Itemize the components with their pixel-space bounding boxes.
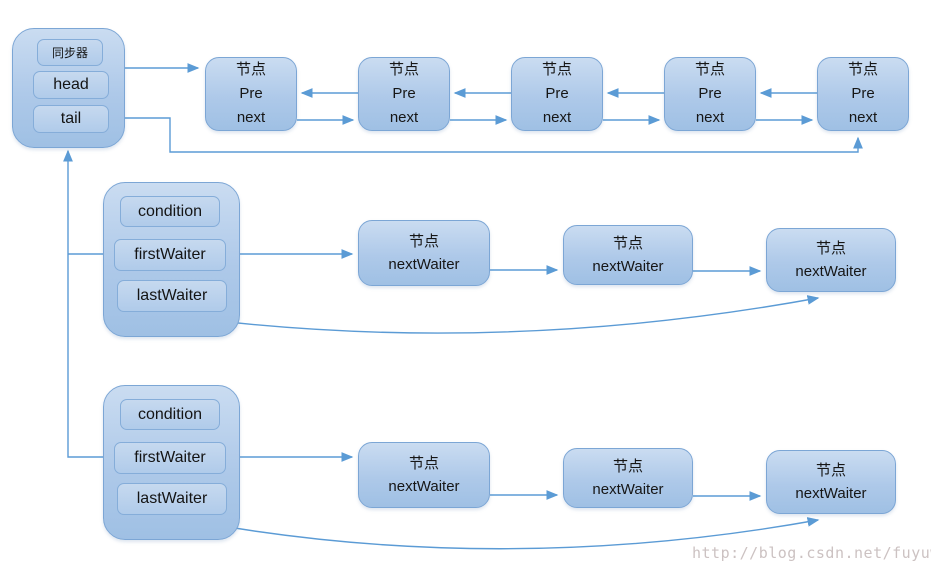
node-title: 节点 [612,457,643,475]
condition-label: condition [137,202,203,220]
node-next-label: next [695,109,725,126]
cq1-node-1: 节点 nextWaiter [358,220,490,286]
node-next-label: next [236,109,266,126]
condition-field: condition [120,399,220,430]
last-waiter-field: lastWaiter [117,483,227,515]
node-title: 节点 [408,232,439,250]
condition-box-2: condition firstWaiter lastWaiter [103,385,240,540]
synchronizer-title: 同步器 [37,39,103,66]
synchronizer-title-label: 同步器 [51,46,88,60]
last-waiter-label: lastWaiter [136,490,208,507]
node-next-label: next [542,109,572,126]
node-title: 节点 [847,61,878,78]
first-waiter-field: firstWaiter [114,239,226,271]
node-next-label: next [389,109,419,126]
sync-node-3: 节点 Pre next [511,57,603,131]
node-title: 节点 [815,239,846,257]
first-waiter-label: firstWaiter [134,449,206,466]
arrow-conditions-to-synchronizer [63,149,103,458]
first-waiter-label: firstWaiter [134,246,206,263]
condition-box-1: condition firstWaiter lastWaiter [103,182,240,337]
condition-label: condition [137,405,203,423]
node-nextwaiter-label: nextWaiter [795,485,867,502]
node-pre-label: Pre [392,85,416,102]
node-title: 节点 [815,461,846,479]
node-title: 节点 [408,454,439,472]
sync-node-5: 节点 Pre next [817,57,909,131]
condition-field: condition [120,196,220,227]
head-field-label: head [53,76,89,93]
last-waiter-label: lastWaiter [136,287,208,304]
node-title: 节点 [388,61,419,78]
sync-node-2: 节点 Pre next [358,57,450,131]
last-waiter-field: lastWaiter [117,280,227,312]
node-pre-label: Pre [239,85,263,102]
first-waiter-field: firstWaiter [114,442,226,474]
sync-node-4: 节点 Pre next [664,57,756,131]
node-title: 节点 [235,61,266,78]
cq2-node-3: 节点 nextWaiter [766,450,896,514]
node-nextwaiter-label: nextWaiter [592,258,664,275]
head-field: head [33,71,109,99]
node-next-label: next [848,109,878,126]
node-title: 节点 [694,61,725,78]
node-nextwaiter-label: nextWaiter [795,263,867,280]
node-nextwaiter-label: nextWaiter [388,256,460,273]
node-pre-label: Pre [545,85,569,102]
node-pre-label: Pre [698,85,722,102]
cq1-node-2: 节点 nextWaiter [563,225,693,285]
node-nextwaiter-label: nextWaiter [592,481,664,498]
cq2-node-2: 节点 nextWaiter [563,448,693,508]
arrow-lastwaiter1-to-lastnode [192,295,820,334]
cq1-node-3: 节点 nextWaiter [766,228,896,292]
watermark-url: http://blog.csdn.net/fuyuwei20 [692,544,931,562]
node-pre-label: Pre [851,85,875,102]
synchronizer-box: 同步器 head tail [12,28,125,148]
node-title: 节点 [612,234,643,252]
tail-field: tail [33,105,109,133]
sync-node-1: 节点 Pre next [205,57,297,131]
tail-field-label: tail [60,110,82,127]
cq2-node-1: 节点 nextWaiter [358,442,490,508]
node-nextwaiter-label: nextWaiter [388,478,460,495]
node-title: 节点 [541,61,572,78]
